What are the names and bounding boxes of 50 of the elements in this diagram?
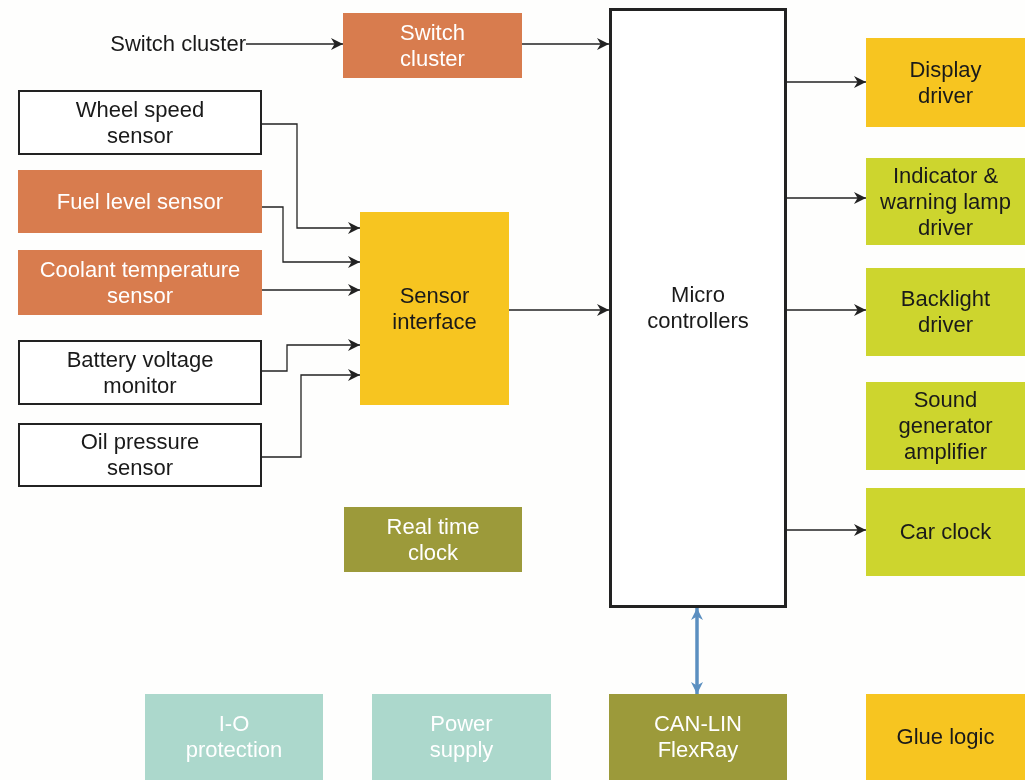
block-box [866, 694, 1025, 780]
arrow [508, 304, 610, 316]
arrow [261, 284, 361, 296]
block-box [18, 170, 262, 233]
arrow [521, 38, 610, 50]
arrow [261, 206, 361, 268]
block-label: Battery voltage monitor [65, 346, 215, 399]
controller-box [609, 8, 787, 608]
block-box [360, 212, 509, 405]
arrow [691, 608, 703, 694]
block-label: Sound generator amplifier [897, 387, 994, 465]
block-box [866, 488, 1025, 576]
block-box [866, 38, 1025, 127]
text-label: Switch cluster [80, 30, 246, 58]
block-label: Power supply [428, 711, 495, 763]
block-box [866, 158, 1025, 245]
block-label: Coolant temperature sensor [38, 256, 242, 309]
arrow [786, 192, 867, 204]
block-label: Switch cluster [399, 19, 466, 72]
block-box [145, 694, 323, 780]
arrow [786, 304, 867, 316]
block-box [372, 694, 551, 780]
block-box [609, 694, 787, 780]
block-label: Sensor interface [391, 282, 478, 335]
block-label: Oil pressure sensor [79, 429, 201, 481]
block-box [866, 268, 1025, 356]
sensor-box [18, 423, 262, 487]
block-label: Display driver [908, 56, 983, 109]
sensor-box [18, 340, 262, 405]
block-label: Indicator & warning lamp driver [879, 162, 1012, 241]
block-label: Real time clock [385, 513, 481, 566]
block-label: Car clock [899, 519, 992, 545]
arrow [261, 339, 361, 372]
arrow [261, 369, 361, 458]
sensor-box [18, 90, 262, 155]
block-label: Glue logic [896, 724, 995, 750]
arrow [261, 123, 361, 234]
block-label: Fuel level sensor [56, 188, 224, 215]
block-box [344, 507, 522, 572]
block-label: CAN-LIN FlexRay [653, 711, 743, 763]
arrow [245, 38, 344, 50]
block-label: Micro controllers [646, 282, 750, 334]
block-label: Wheel speed sensor [74, 96, 206, 149]
block-box [866, 382, 1025, 470]
block-label: Backlight driver [899, 286, 992, 338]
block-label: I-O protection [184, 711, 284, 763]
block-box [343, 13, 522, 78]
block-box [18, 250, 262, 315]
arrow [786, 76, 867, 88]
arrow [786, 524, 867, 536]
